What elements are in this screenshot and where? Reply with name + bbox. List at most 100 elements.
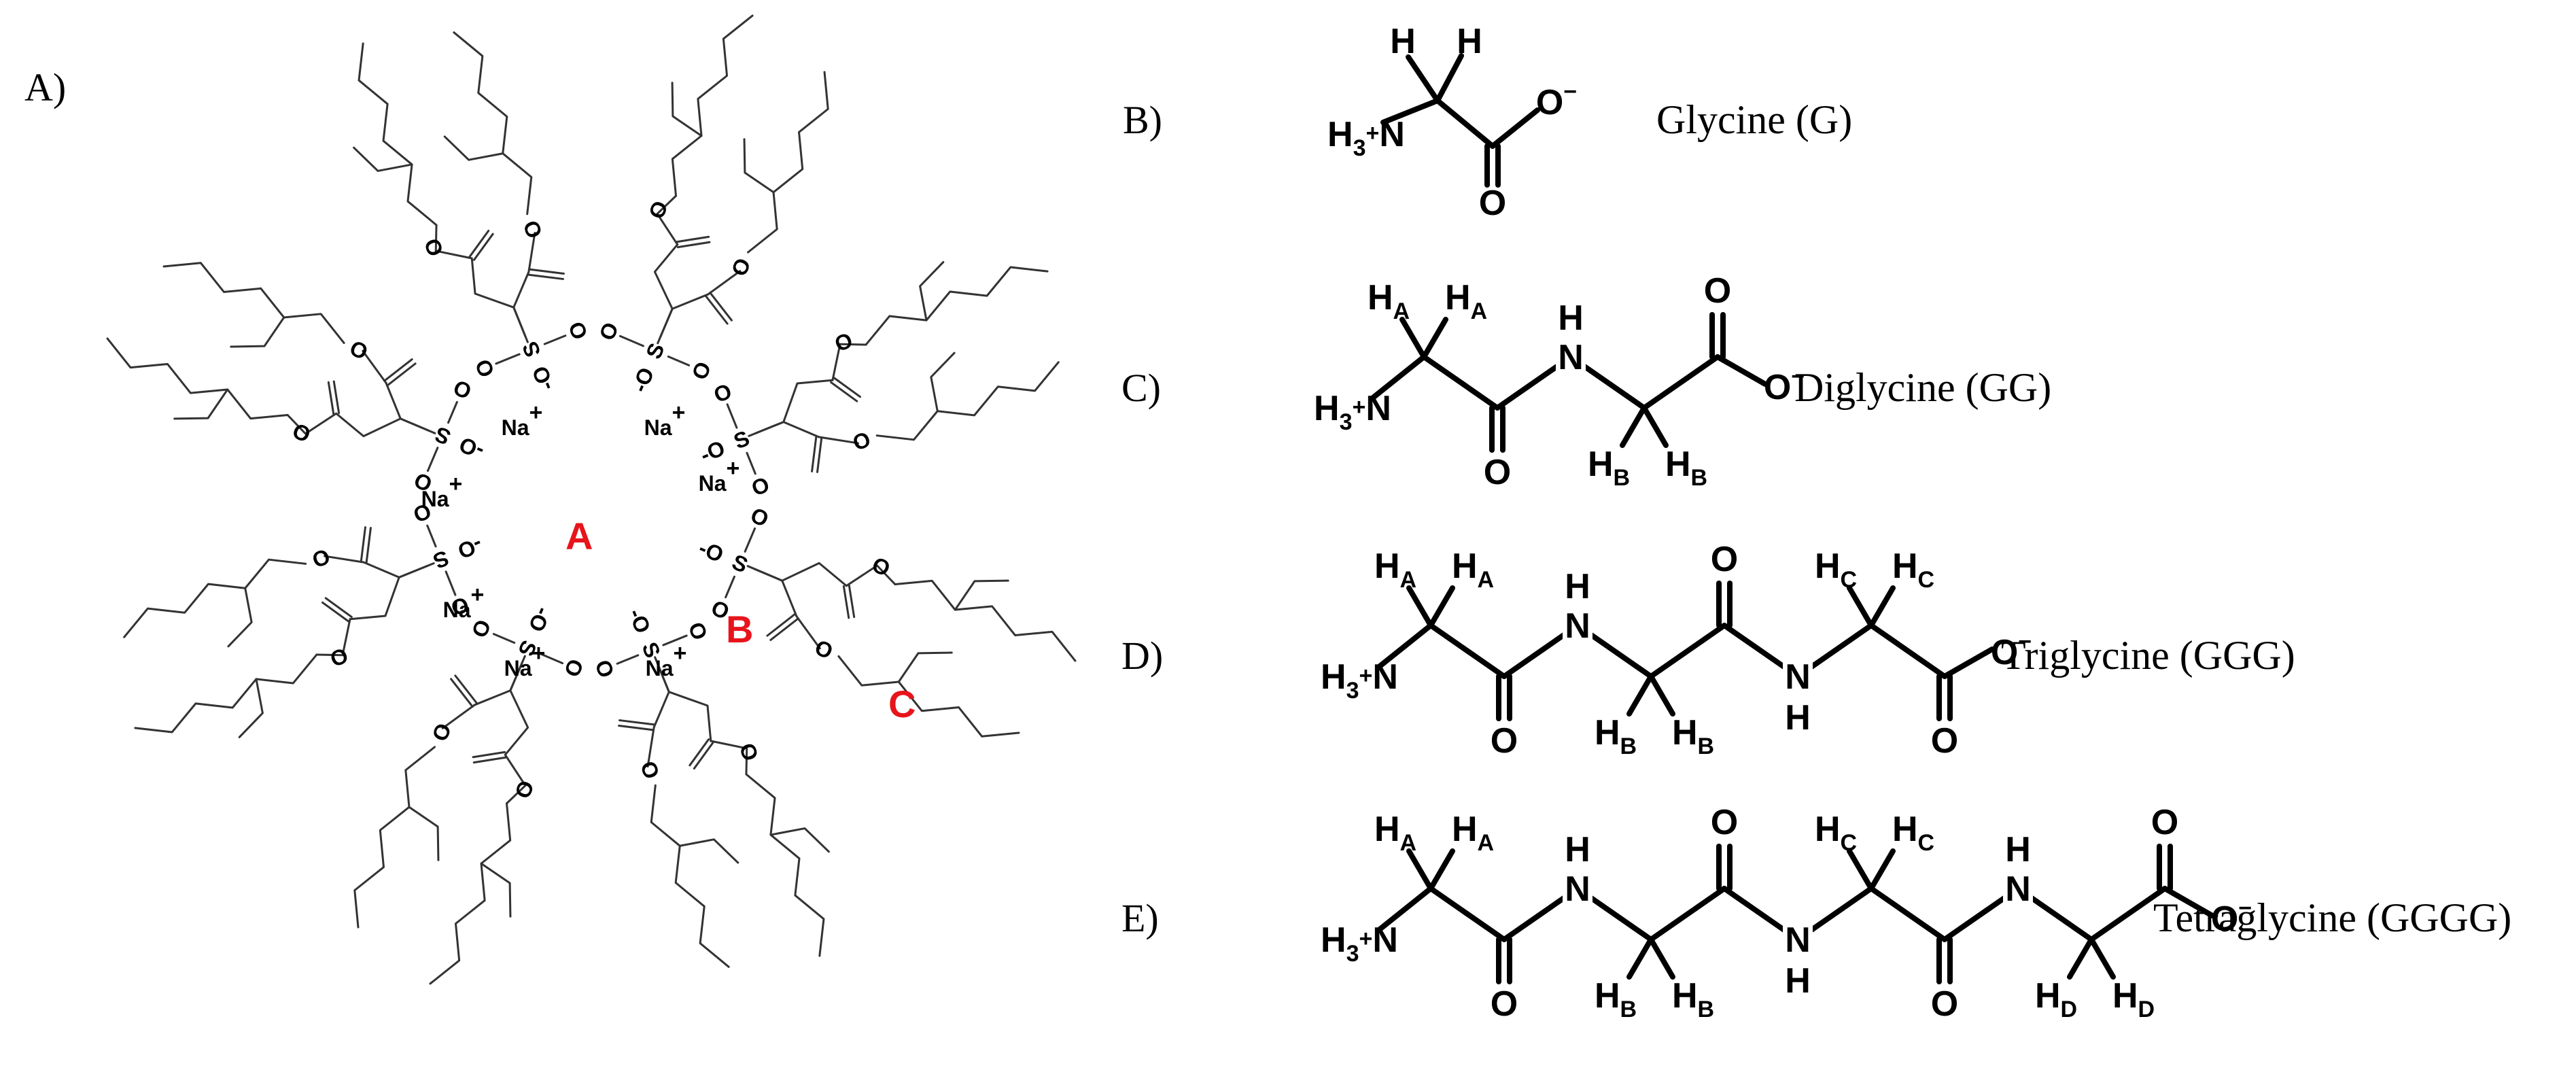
panel-b-label: B)	[1123, 98, 1162, 142]
double-bond	[618, 725, 655, 731]
sulfonate-oxygen: -O	[697, 436, 728, 468]
double-bond	[676, 235, 710, 243]
bond-chain	[512, 271, 530, 337]
bond	[2089, 886, 2168, 942]
alpha-hydrogen: HB	[1672, 713, 1714, 759]
ester-oxygen: O	[636, 757, 665, 782]
double-bond	[472, 232, 494, 261]
carbonyl-oxygen: O	[1484, 453, 1511, 492]
double-bond	[472, 750, 506, 759]
region-label-a: A	[565, 515, 593, 557]
alpha-hydrogen: HA	[1452, 810, 1494, 856]
ethyl-branch	[173, 388, 229, 420]
double-bond	[693, 741, 714, 770]
double-bond	[709, 292, 733, 322]
panel-e-label: E)	[1121, 896, 1159, 940]
sulfonate-oxygen: -O	[624, 605, 656, 636]
sulfonate-oxygen: O	[590, 656, 619, 681]
carbonyl-oxygen: O	[1704, 271, 1731, 311]
bond	[1715, 354, 1768, 387]
sulfur-atom: S	[641, 339, 669, 362]
double-bond	[387, 362, 417, 387]
sulfonate-oxygen: O	[594, 319, 623, 344]
bond-chain	[385, 381, 430, 432]
bond	[1428, 848, 1455, 891]
bond	[1626, 937, 1654, 980]
tetraglycine-name: Tetraglycine (GGGG)	[2153, 895, 2511, 940]
double-bond	[676, 241, 711, 249]
amide-hydrogen: H	[2005, 830, 2031, 869]
bond	[2162, 886, 2215, 918]
diglycine-name: Diglycine (GG)	[1794, 365, 2051, 410]
ester-oxygen: O	[419, 235, 449, 260]
bond	[1435, 98, 1495, 149]
carbonyl-oxygen: O	[1711, 803, 1738, 842]
sodium-ion: Na+	[443, 582, 485, 622]
ester-oxygen: O	[812, 635, 837, 664]
double-bond	[830, 381, 858, 402]
bond	[744, 527, 756, 553]
ester-oxygen: O	[327, 643, 352, 672]
bond-chain	[831, 343, 867, 381]
carbonyl-oxygen: O	[1479, 184, 1506, 223]
ester-oxygen: O	[644, 197, 673, 222]
ethyl-branch	[954, 579, 1009, 611]
alpha-hydrogen: HC	[1892, 810, 1934, 856]
panel-a-label: A)	[24, 65, 66, 109]
bond	[426, 447, 439, 472]
sulfur-atom: S	[430, 546, 452, 574]
bond	[1406, 54, 1440, 103]
bond-chain	[845, 564, 897, 587]
ethyl-branch	[353, 146, 413, 172]
sulfonate-oxygen: O	[470, 356, 500, 381]
bond	[1847, 848, 1874, 891]
carbonyl-oxygen: O	[2151, 803, 2178, 842]
double-bond	[383, 358, 413, 382]
bond	[1648, 937, 1675, 980]
alkyl-tail	[745, 773, 825, 957]
sodium-ion: Na+	[504, 640, 546, 680]
bond	[2089, 937, 2116, 980]
bond	[667, 356, 691, 366]
bond	[1421, 354, 1500, 411]
ester-oxygen: O	[289, 418, 314, 447]
amide-nitrogen: N	[1785, 657, 1811, 697]
sulfonate-oxygen: -O	[455, 432, 487, 464]
sulfonate-oxygen: O	[748, 472, 773, 501]
ester-oxygen: O	[849, 426, 874, 455]
alkyl-tail	[353, 746, 436, 929]
bond-chain	[795, 615, 821, 650]
amide-nitrogen: N	[1565, 606, 1590, 646]
ester-oxygen: O	[869, 552, 894, 581]
sulfonate-oxygen: -O	[524, 604, 556, 636]
ammonium-group: H3+N	[1327, 115, 1405, 161]
alkyl-tail	[671, 14, 754, 197]
sulfonate-oxygen: -O	[527, 362, 559, 394]
bond-chain	[286, 412, 338, 435]
alkyl-tail	[134, 653, 318, 734]
sulfonate-oxygen: O	[563, 318, 593, 343]
region-label-c: C	[888, 683, 916, 725]
amide-hydrogen: H	[1785, 961, 1811, 1001]
carbonyl-oxygen: O	[1491, 721, 1518, 761]
bond	[1435, 53, 1464, 103]
sulfonate-oxygen: -O	[454, 532, 485, 564]
double-bond	[454, 674, 478, 704]
alkyl-tail	[162, 262, 345, 345]
ethyl-branch	[238, 678, 264, 738]
bond-chain	[659, 293, 710, 339]
ester-oxygen: O	[831, 328, 856, 357]
carbonyl-oxygen: O	[1931, 721, 1958, 761]
atom-mask	[1563, 872, 1592, 902]
double-bond	[472, 756, 507, 764]
bond	[538, 652, 564, 665]
atom-mask	[1556, 341, 1586, 370]
double-bond	[365, 527, 372, 564]
alkyl-tail	[875, 361, 1060, 441]
alkyl-tail	[837, 655, 1020, 738]
ester-oxygen: O	[346, 335, 371, 364]
double-bond	[704, 295, 729, 325]
